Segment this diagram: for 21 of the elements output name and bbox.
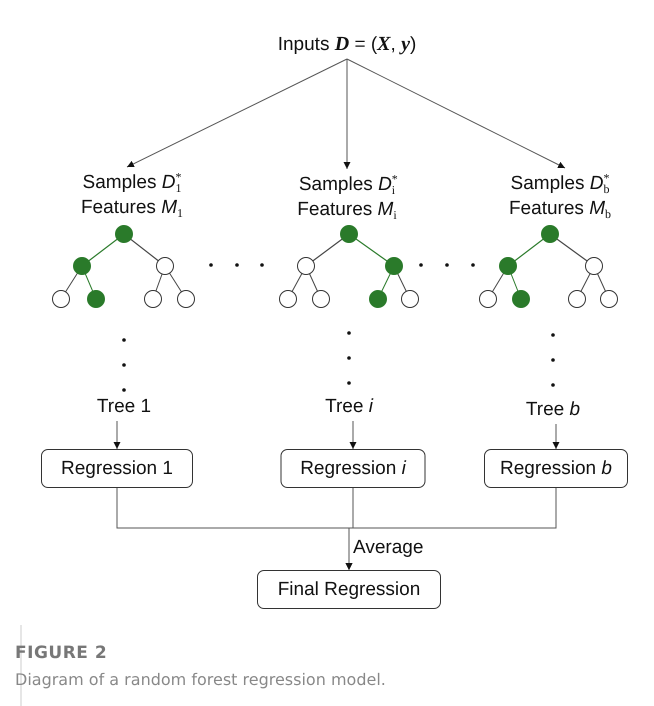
arrow <box>346 488 556 570</box>
sample-label: Features M$_{1}$ <box>80 196 184 220</box>
sample-label: Features M$_{b}$ <box>508 197 612 221</box>
arrow <box>350 420 356 450</box>
arrow <box>552 424 560 450</box>
process-box: Regression b <box>484 449 628 488</box>
edge-label: Average <box>351 537 426 559</box>
input-label: Inputs D = (X, y) <box>278 32 416 57</box>
process-box: Final Regression <box>257 570 441 609</box>
tree-label: Tree b <box>526 398 580 422</box>
tree-label: Tree i <box>325 395 373 419</box>
caption: Diagram of a random forest regression model. <box>15 670 386 689</box>
arrow <box>114 420 120 450</box>
sample-label: Features M$_{i}$ <box>297 198 397 222</box>
figure-title: FIGURE 2 <box>15 643 108 663</box>
arrow <box>346 58 566 168</box>
arrow <box>344 58 350 170</box>
process-box: Regression 1 <box>41 449 193 488</box>
arrow <box>126 58 348 168</box>
tree-label: Tree 1 <box>96 395 152 419</box>
process-box: Regression i <box>280 449 426 488</box>
